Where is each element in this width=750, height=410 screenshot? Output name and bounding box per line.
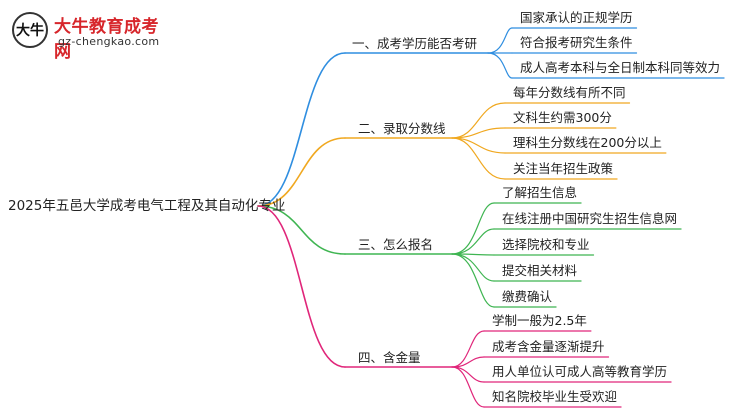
leaf-connector <box>451 202 495 255</box>
logo-title: 大牛教育成考网 <box>54 17 159 62</box>
leaf-label: 知名院校毕业生受欢迎 <box>492 389 618 404</box>
leaf-label: 成考含金量逐渐提升 <box>492 339 605 354</box>
leaf-connector <box>487 52 513 79</box>
leaf-label: 国家承认的正规学历 <box>520 10 633 25</box>
leaf-connector <box>451 366 485 383</box>
leaf-label: 用人单位认可成人高等教育学历 <box>492 364 668 379</box>
leaf-label: 了解招生信息 <box>502 185 578 200</box>
branch-connector <box>257 52 346 207</box>
leaf-label: 提交相关材料 <box>502 263 578 278</box>
leaf-connector <box>451 102 506 139</box>
leaf-connector <box>451 253 495 308</box>
branch-connector <box>257 205 346 368</box>
leaf-label: 缴费确认 <box>502 289 553 304</box>
logo-subtitle: gz-chengkao.com <box>58 35 160 48</box>
site-logo: 大牛 大牛教育成考网 gz-chengkao.com <box>8 8 168 62</box>
branch-connector <box>257 205 346 255</box>
leaf-label: 每年分数线有所不同 <box>513 85 626 100</box>
leaf-connector <box>451 137 506 180</box>
leaf-connector <box>487 27 513 54</box>
leaf-label: 学制一般为2.5年 <box>492 313 587 328</box>
leaf-label: 在线注册中国研究生招生信息网 <box>502 211 678 226</box>
branch-connector <box>257 137 346 207</box>
leaf-connector <box>451 137 506 154</box>
leaf-label: 理科生分数线在200分以上 <box>513 135 662 150</box>
mindmap-root: 2025年五邑大学成考电气工程及其自动化专业 <box>8 198 286 214</box>
leaf-connector <box>451 253 495 282</box>
leaf-connector <box>451 330 485 368</box>
leaf-label: 关注当年招生政策 <box>513 161 614 176</box>
leaf-label: 选择院校和专业 <box>502 237 590 252</box>
branch-label: 一、成考学历能否考研 <box>352 36 478 51</box>
branch-label: 四、含金量 <box>358 350 421 365</box>
leaf-label: 文科生约需300分 <box>513 110 612 125</box>
leaf-connector <box>451 228 495 255</box>
branch-label: 二、录取分数线 <box>358 121 446 136</box>
leaf-label: 成人高考本科与全日制本科同等效力 <box>520 60 721 75</box>
branch-label: 三、怎么报名 <box>358 237 434 252</box>
leaf-label: 符合报考研究生条件 <box>520 35 633 50</box>
logo-emblem: 大牛 <box>12 12 48 48</box>
logo-emblem-text: 大牛 <box>16 23 44 39</box>
leaf-connector <box>451 366 485 408</box>
